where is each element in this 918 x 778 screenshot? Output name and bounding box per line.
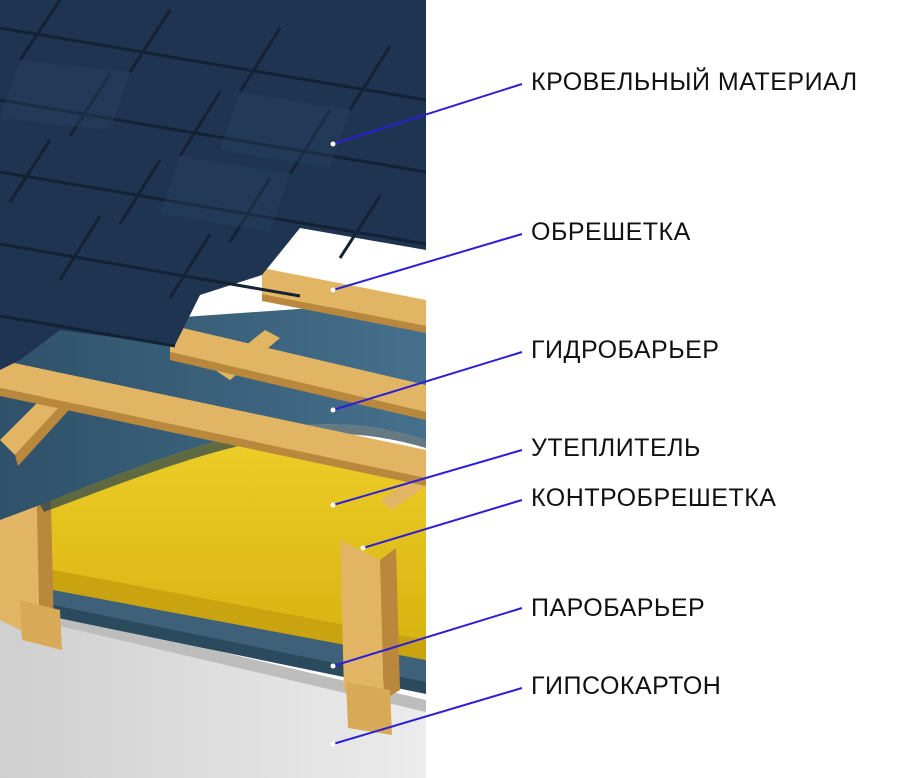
label-battens: ОБРЕШЕТКА bbox=[531, 218, 691, 246]
battens bbox=[0, 268, 426, 486]
label-roofing-material: КРОВЕЛЬНЫЙ МАТЕРИАЛ bbox=[531, 68, 858, 96]
label-insulation: УТЕПЛИТЕЛЬ bbox=[531, 434, 701, 462]
leader-lines bbox=[332, 83, 523, 745]
leader-battens bbox=[332, 233, 523, 291]
leader-roofing bbox=[332, 83, 523, 145]
leader-vapour-barrier bbox=[332, 607, 523, 667]
dot-drywall bbox=[330, 741, 336, 747]
dot-battens bbox=[330, 287, 336, 293]
dot-insulation bbox=[330, 502, 336, 508]
leader-dots bbox=[330, 141, 366, 747]
dot-water-barrier bbox=[330, 407, 336, 413]
label-vapour-barrier: ПАРОБАРЬЕР bbox=[531, 594, 706, 622]
label-drywall: ГИПСОКАРТОН bbox=[531, 672, 722, 700]
leader-counter-battens bbox=[362, 499, 523, 549]
leader-water-barrier bbox=[332, 351, 523, 411]
dot-counter-battens bbox=[360, 545, 366, 551]
leader-insulation bbox=[332, 449, 523, 506]
label-counter-battens: КОНТРОБРЕШЕТКА bbox=[531, 484, 777, 512]
shingle-roof bbox=[0, 0, 426, 370]
label-water-barrier: ГИДРОБАРЬЕР bbox=[531, 336, 720, 364]
dot-roofing bbox=[330, 141, 336, 147]
dot-vapour-barrier bbox=[330, 663, 336, 669]
leader-drywall bbox=[332, 687, 523, 745]
